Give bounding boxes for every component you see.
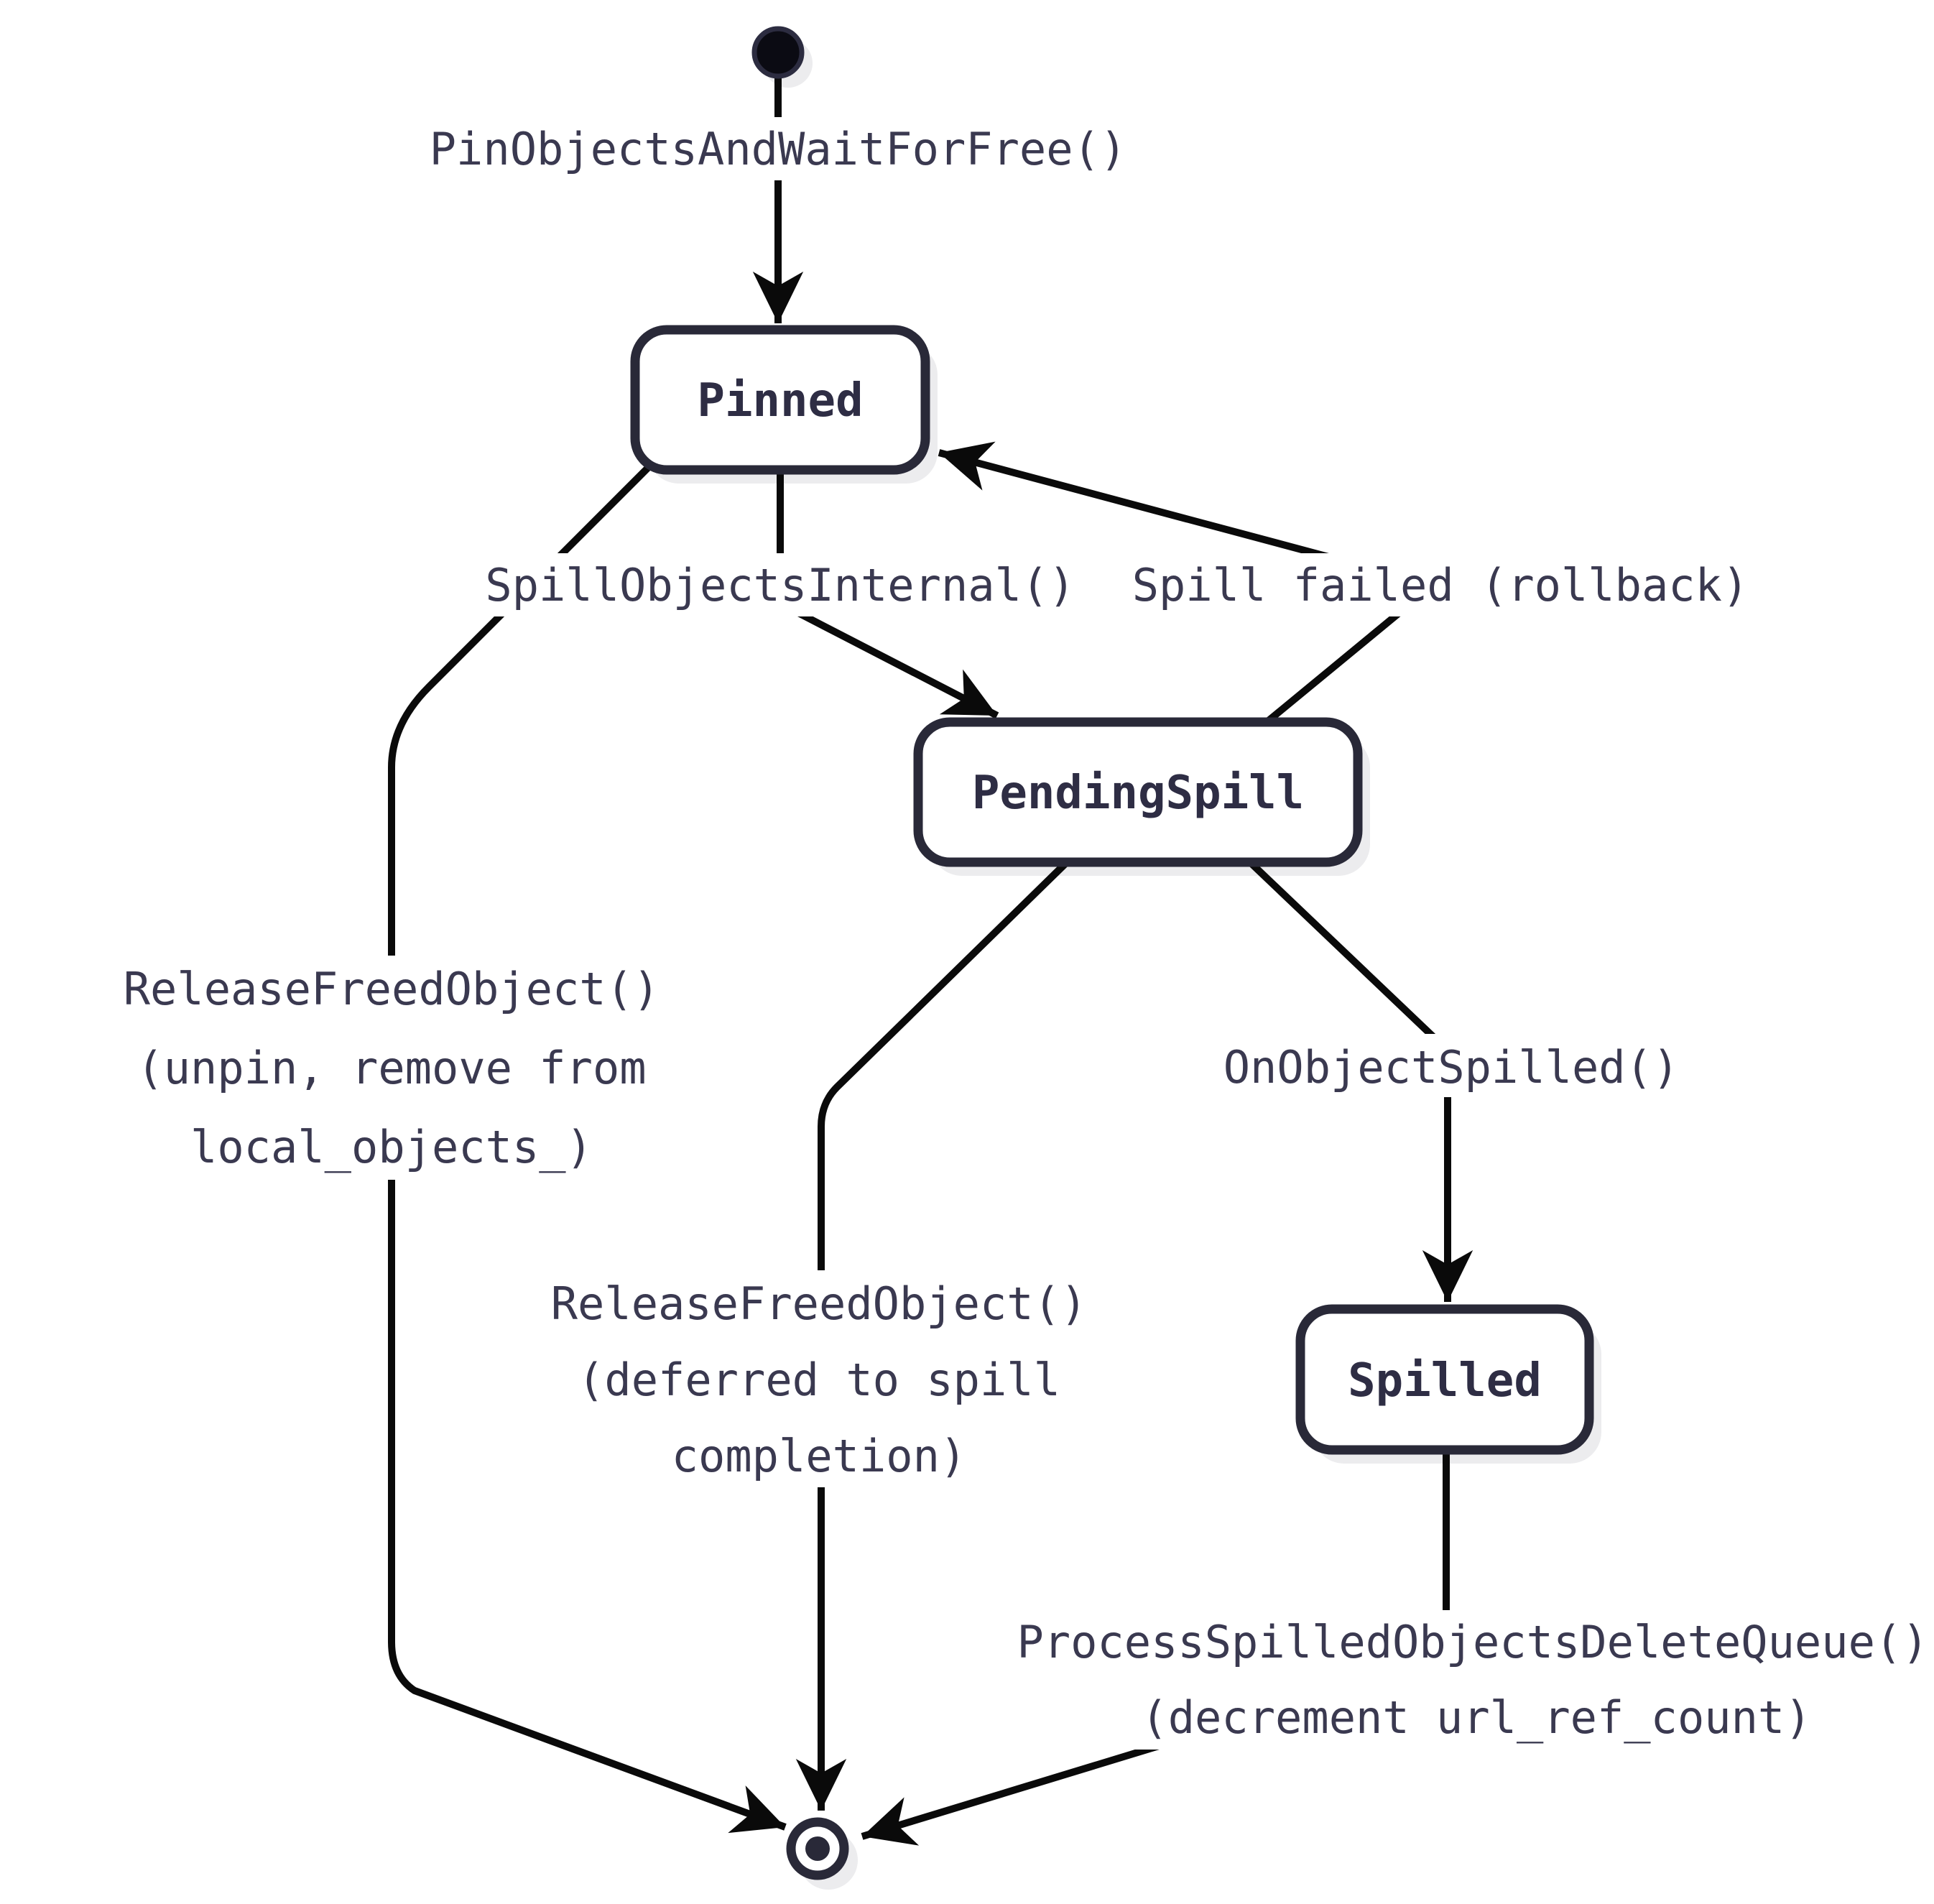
state-spilled: Spilled <box>1295 1304 1594 1455</box>
label-bg <box>116 956 667 1180</box>
label-bg <box>1125 553 1756 616</box>
transition-label-line: (deferred to spill <box>578 1354 1060 1406</box>
label-release-freed-object-unpin: ReleaseFreedObject() (unpin, remove from… <box>116 956 667 1180</box>
label-bg <box>544 1270 1094 1487</box>
transition-label-line: ReleaseFreedObject() <box>124 963 660 1015</box>
label-on-object-spilled: OnObjectSpilled() <box>1216 1034 1686 1097</box>
final-state-dot <box>805 1836 830 1861</box>
label-spill-failed-rollback: Spill failed (rollback) <box>1125 553 1756 616</box>
transition-label: PinObjectsAndWaitForFree() <box>430 123 1127 175</box>
label-bg <box>426 117 1130 180</box>
transition-label-line: ReleaseFreedObject() <box>551 1277 1088 1330</box>
label-bg <box>1216 1034 1686 1097</box>
state-box-pending-spill <box>913 717 1363 867</box>
transition-label: OnObjectSpilled() <box>1223 1041 1680 1094</box>
transition-label-line: ProcessSpilledObjectsDeleteQueue() <box>1017 1616 1928 1668</box>
transition-label-line: completion) <box>672 1430 967 1482</box>
label-bg <box>1010 1610 1934 1750</box>
state-name-pending-spill: PendingSpill <box>972 767 1304 820</box>
label-release-freed-object-deferred: ReleaseFreedObject() (deferred to spill … <box>544 1270 1094 1487</box>
state-pinned: Pinned <box>630 325 930 475</box>
transition-labels: PinObjectsAndWaitForFree() SpillObjectsI… <box>116 117 1934 1750</box>
label-bg <box>481 553 1079 616</box>
state-nodes: Pinned PendingSpill Spilled <box>630 26 1594 1880</box>
final-state <box>786 1817 849 1880</box>
label-pin-objects-and-wait-for-free: PinObjectsAndWaitForFree() <box>426 117 1130 180</box>
state-name-pinned: Pinned <box>697 374 863 428</box>
state-pending-spill: PendingSpill <box>913 717 1363 867</box>
initial-state <box>751 26 805 79</box>
transition-label: SpillObjectsInternal() <box>485 559 1075 611</box>
state-box-spilled <box>1295 1304 1594 1455</box>
label-process-spilled-objects-delete-queue: ProcessSpilledObjectsDeleteQueue() (decr… <box>1010 1610 1934 1750</box>
edge-pending-spill-to-final <box>795 861 1068 1811</box>
state-box-pinned <box>630 325 930 475</box>
transition-label-line: (unpin, remove from <box>137 1042 646 1094</box>
label-spill-objects-internal: SpillObjectsInternal() <box>481 553 1079 616</box>
transition-label-line: (decrement url_ref_count) <box>1141 1691 1811 1744</box>
edge-pinned-to-final <box>388 464 787 1834</box>
transition-label: Spill failed (rollback) <box>1132 559 1749 611</box>
transition-label-line: local_objects_) <box>190 1121 593 1173</box>
state-name-spilled: Spilled <box>1348 1354 1542 1408</box>
